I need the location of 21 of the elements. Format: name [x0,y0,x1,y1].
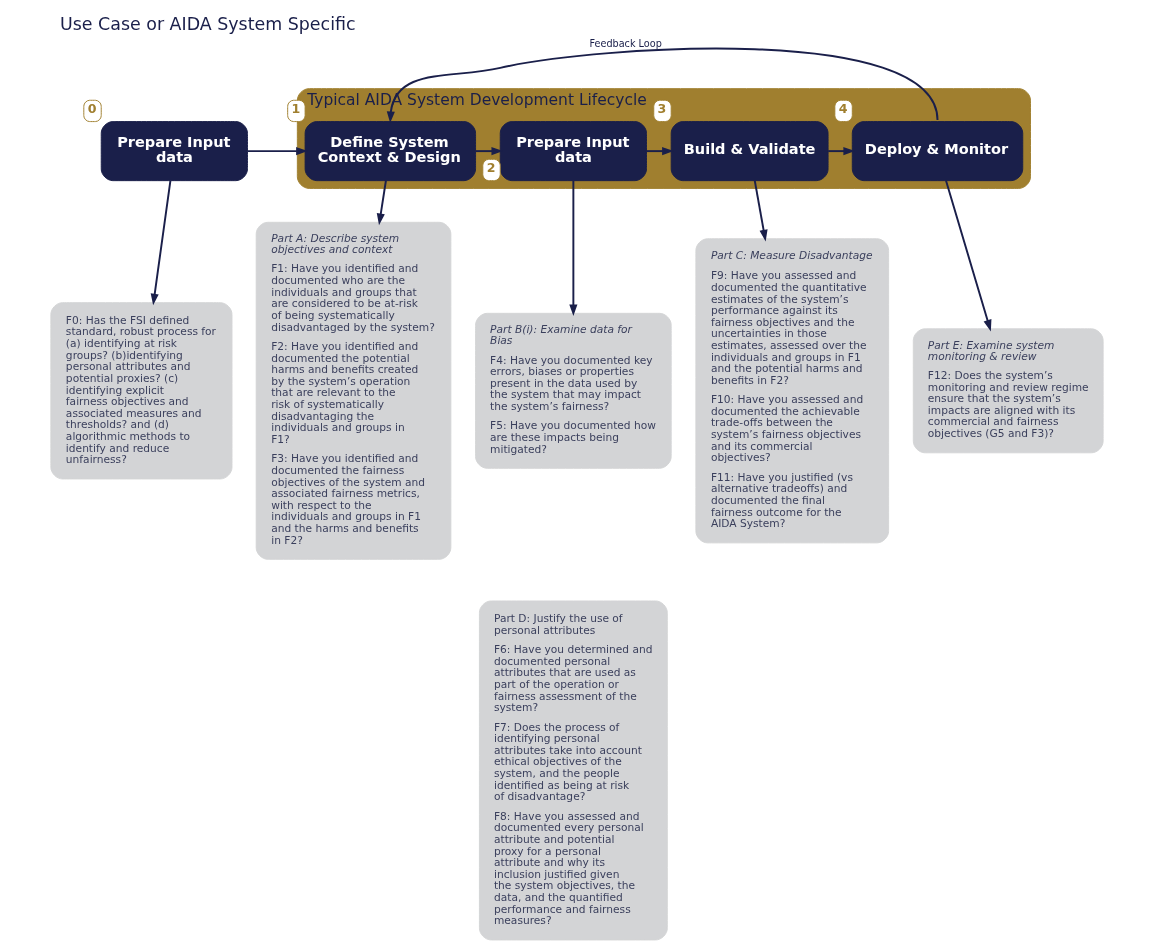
arrow [376,179,387,226]
arrow [150,179,171,306]
node-box: Part A: Describe system objectives and context F1: Have you identified and documented who are the individuals and groups that are considered to be at-risk of being systematically disadvantaged by the system? F2: Have you identified and documented the potential harms and benefits created by the system’s operation that are relevant to the risk of systematically disadvantaging the individuals and groups in F1? F3: Have you identified and documented the fairness objectives of the system and associated fairness metrics, with respect to the individuals and groups in F1 and the harms and benefits in F2? [255,221,451,560]
node-box: Part C: Measure Disadvantage F9: Have you assessed and documented the quantitative estimates of the system’s performance against its fairness objectives and the uncertainties in those estimates, assessed over the individuals and groups in F1 and the potential harms and benefits in F2? F10: Have you assessed and documented the achievable trade-offs between the system’s fairness objectives and its commercial objectives? F11: Have you justified (vs alternative tradeoffs) and documented the final fairness outcome for the AIDA System? [694,238,889,544]
node-label: 3 [657,101,666,117]
node-label: 0 [87,101,96,117]
arrow [474,147,503,156]
node-box: F0: Has the FSI defined standard, robust process for (a) identifying at risk groups? (b)identifying personal attributes and potential proxies? (c) identifying explicit fairness objectives and associated measures and thresholds? and (d) algorithmic methods to identify and reduce unfairness? [49,302,232,480]
node-box: Part E: Examine system monitoring & review F12: Does the system’s monitoring and review regime ensure that the system’s impacts are aligned with its commercial and fairness objectives (G5 and F3)? [912,328,1104,454]
arrow [568,179,577,317]
node-box: Part D: Justify the use of personal attributes F6: Have you determined and documented personal attributes that are used as part of the operation or fairness assessment of the system? F7: Does the process of identifying personal attributes take into account ethical objectives of the system, and the people identified as being at risk of disadvantage? F8: Have you assessed and documented every personal attribute and potential proxy for a personal attribute and why its inclusion justified given the system objectives, the data, and the quantified performance and fairness measures? [478,600,668,941]
arrow [246,147,308,156]
node-label: 4 [838,101,847,117]
arrow [944,179,991,332]
node-label: 2 [486,160,495,176]
diagram-title: Use Case or AIDA System Specific [59,13,356,34]
arrow [826,147,855,156]
arrow [753,179,768,242]
arrow [645,147,674,156]
edge-label: Feedback Loop [588,37,662,49]
node-box: Part B(i): Examine data for Bias F4: Have you documented key errors, biases or properties present in the data used by the system that may impact the system’s fairness? F5: Have you documented how are these impacts being mitigated? [474,312,672,469]
